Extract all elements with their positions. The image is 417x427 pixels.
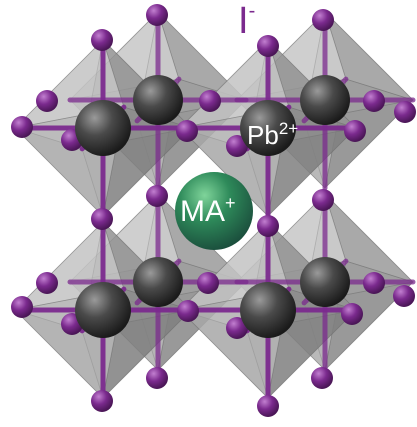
iodide-atom	[257, 35, 279, 57]
iodide-atom	[312, 9, 334, 31]
iodide-atom	[226, 317, 248, 339]
lead-atom	[75, 282, 131, 338]
iodide-atom	[257, 395, 279, 417]
iodide-atom	[363, 272, 385, 294]
iodide-atom	[146, 4, 168, 26]
iodide-atom	[146, 185, 168, 207]
lead-atom	[240, 100, 296, 156]
iodide-atom	[363, 90, 385, 112]
iodide-atom	[344, 120, 366, 142]
iodide-atom	[176, 120, 198, 142]
iodide-atom	[11, 116, 33, 138]
lead-atom	[240, 282, 296, 338]
iodide-atom	[226, 135, 248, 157]
iodide-atom	[36, 90, 58, 112]
iodide-atom	[393, 285, 415, 307]
cation-label: MA+	[180, 193, 236, 228]
iodide-atom	[311, 367, 333, 389]
iodide-atom	[341, 303, 363, 325]
lead-atom	[133, 75, 183, 125]
iodide-atom	[11, 296, 33, 318]
iodide-atom	[199, 90, 221, 112]
iodide-atom	[146, 367, 168, 389]
lead-atom	[300, 75, 350, 125]
iodide-atom	[91, 29, 113, 51]
iodide-atom	[91, 208, 113, 230]
lead-label: Pb2+	[247, 119, 298, 150]
iodide-atom	[91, 390, 113, 412]
iodide-atom	[312, 189, 334, 211]
iodide-label: I-	[238, 0, 255, 42]
methylammonium-cation	[175, 172, 253, 250]
iodide-atom	[36, 272, 58, 294]
iodide-atom	[257, 215, 279, 237]
lead-atom	[133, 257, 183, 307]
iodide-atom	[197, 272, 219, 294]
iodide-atom	[394, 101, 416, 123]
lead-atom	[75, 100, 131, 156]
lead-atom	[300, 257, 350, 307]
iodide-atom	[177, 300, 199, 322]
atoms-layer	[11, 4, 416, 417]
